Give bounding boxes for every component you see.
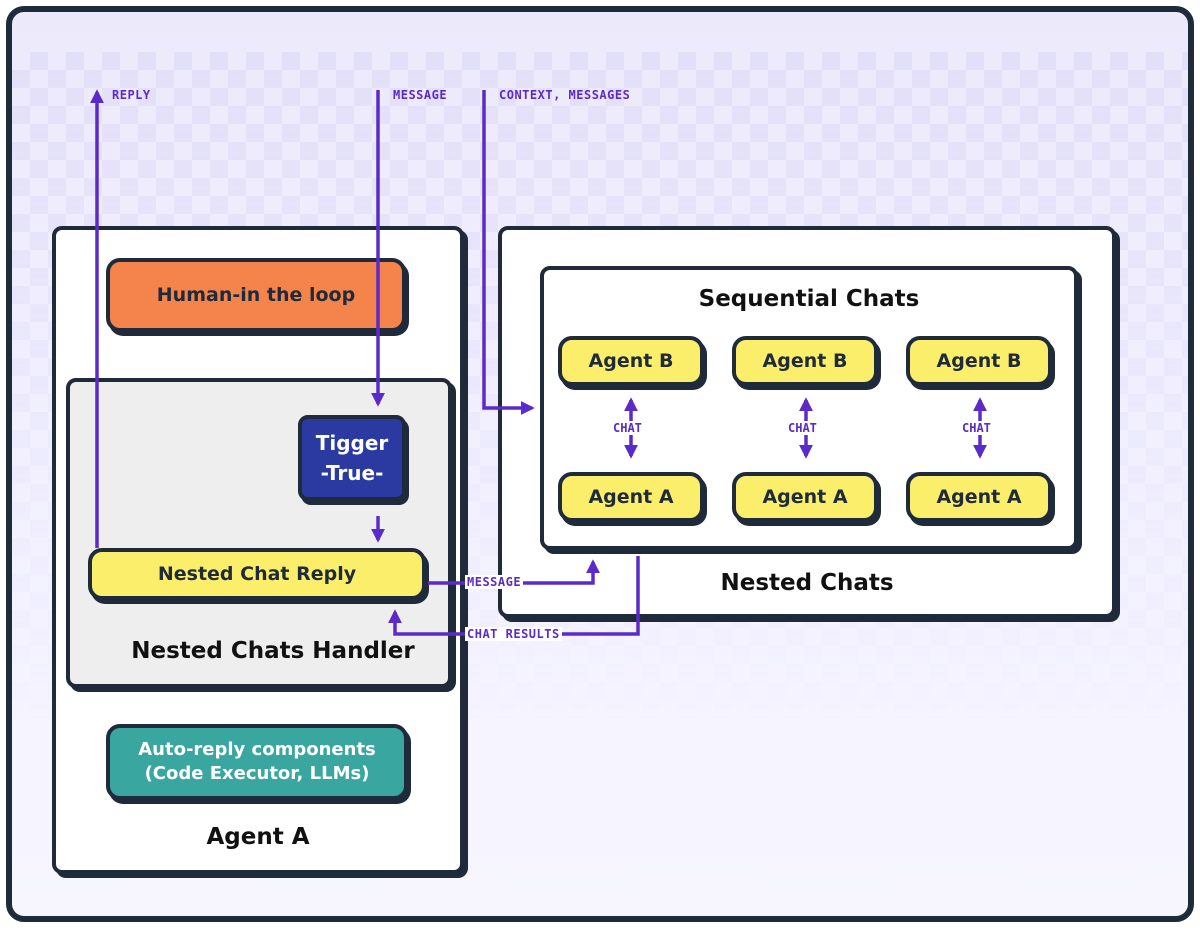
chat-results-arrow: [388, 556, 640, 636]
agent-a-chat-label: Agent A: [762, 486, 848, 508]
nested-chats-handler-title: Nested Chats Handler: [131, 638, 415, 664]
chat-link-label: CHAT: [612, 421, 643, 435]
agent-b-box: Agent B: [732, 336, 878, 386]
human-in-the-loop-label: Human-in the loop: [156, 284, 356, 306]
agent-b-box: Agent B: [906, 336, 1052, 386]
human-in-the-loop-box: Human-in the loop: [106, 258, 406, 332]
agent-a-chat-box: Agent A: [732, 472, 878, 522]
agent-b-label: Agent B: [762, 350, 848, 372]
trigger-box: Tigger -True-: [298, 415, 406, 501]
trigger-label: Tigger: [315, 431, 389, 455]
nested-chat-reply-label: Nested Chat Reply: [157, 563, 357, 585]
agent-a-chat-box: Agent A: [906, 472, 1052, 522]
nested-chats-title: Nested Chats: [720, 570, 894, 596]
message-top-label: MESSAGE: [393, 88, 448, 102]
auto-reply-components-box: Auto-reply components (Code Executor, LL…: [106, 724, 408, 800]
auto-reply-label: Auto-reply components: [138, 739, 376, 760]
chat-link-label: CHAT: [787, 421, 818, 435]
agent-a-chat-label: Agent A: [936, 486, 1022, 508]
reply-label: REPLY: [112, 88, 151, 102]
agent-b-label: Agent B: [936, 350, 1022, 372]
context-messages-arrow: [482, 90, 535, 415]
chat-link-label: CHAT: [961, 421, 992, 435]
context-messages-label: CONTEXT, MESSAGES: [499, 88, 631, 102]
agent-a-title: Agent A: [206, 824, 310, 850]
auto-reply-sublabel: (Code Executor, LLMs): [144, 763, 370, 784]
nested-chat-reply-box: Nested Chat Reply: [88, 548, 426, 600]
agent-a-chat-label: Agent A: [588, 486, 674, 508]
chat-results-label: CHAT RESULTS: [465, 627, 562, 641]
agent-b-box: Agent B: [558, 336, 704, 386]
sequential-chats-title: Sequential Chats: [698, 286, 920, 312]
agent-a-chat-box: Agent A: [558, 472, 704, 522]
message-mid-label: MESSAGE: [465, 575, 524, 589]
agent-b-label: Agent B: [588, 350, 674, 372]
trigger-value: -True-: [320, 461, 384, 485]
